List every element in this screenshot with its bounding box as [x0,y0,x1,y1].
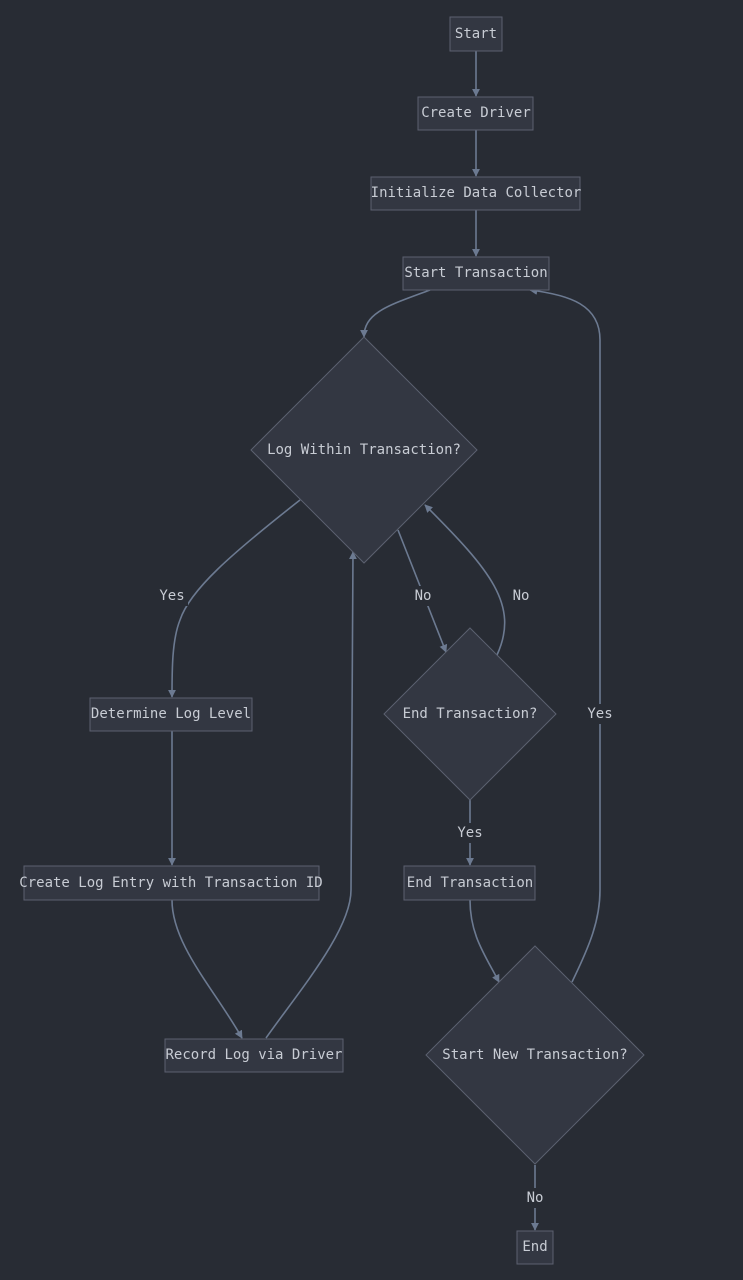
node-init-collector: Initialize Data Collector [370,176,582,211]
node-create-driver: Create Driver [417,96,534,131]
node-create-driver-label: Create Driver [421,105,531,121]
node-end-transaction-label: End Transaction [407,875,533,891]
edge-label-endq-no: No [513,588,530,604]
edge-start-new-yes [529,286,601,983]
node-start: Start [449,16,503,52]
edge-create-entry-to-record-log [171,899,243,1039]
node-end-transaction: End Transaction [403,865,536,901]
edge-record-log-to-log-within [265,551,357,1039]
node-start-transaction: Start Transaction [402,256,550,291]
node-create-entry-label: Create Log Entry with Transaction ID [19,875,322,891]
node-determine-level-label: Determine Log Level [91,706,251,722]
edge-labels: Yes No No Yes Yes No [156,586,616,1208]
node-create-entry: Create Log Entry with Transaction ID [19,865,323,901]
node-end-transaction-q-label: End Transaction? [403,706,538,722]
edge-label-endq-yes: Yes [457,825,482,841]
nodes: Start Create Driver Initialize Data Coll… [19,16,645,1265]
edge-label-log-yes: Yes [159,588,184,604]
node-end: End [516,1230,554,1265]
node-log-within-decision: Log Within Transaction? [250,336,478,564]
edge-label-new-yes: Yes [587,706,612,722]
node-start-label: Start [455,26,497,42]
node-end-transaction-decision: End Transaction? [383,627,557,801]
node-end-label: End [522,1239,547,1255]
node-start-transaction-label: Start Transaction [404,265,547,281]
edge-label-log-no: No [415,588,432,604]
node-record-log-label: Record Log via Driver [165,1047,342,1063]
node-log-within-label: Log Within Transaction? [267,442,461,458]
edge-start-transaction-to-log-within [360,289,431,338]
node-start-new-label: Start New Transaction? [442,1047,627,1063]
node-record-log: Record Log via Driver [164,1038,344,1073]
node-init-collector-label: Initialize Data Collector [371,185,582,201]
node-start-new-decision: Start New Transaction? [425,945,645,1165]
edge-end-transaction-to-start-new [469,899,500,983]
node-determine-level: Determine Log Level [89,697,253,732]
edge-end-transaction-q-no [424,504,506,656]
edge-label-new-no: No [527,1190,544,1206]
edge-log-within-yes [168,499,301,698]
